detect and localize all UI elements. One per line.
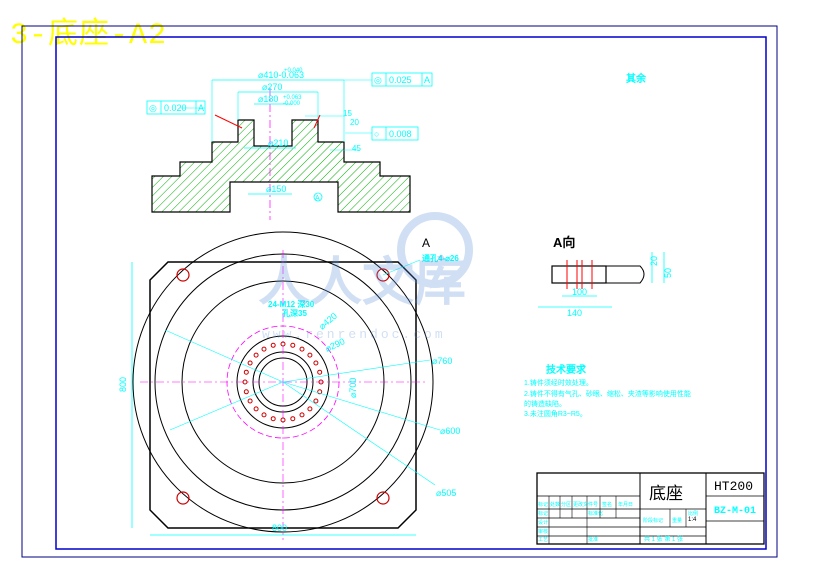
dim-bolt-holes-2: 孔深35 (282, 308, 307, 318)
std-label: 标准化 (588, 510, 603, 517)
mid-label-3: 比例 (688, 510, 698, 517)
dim-width-800: 800 (272, 523, 287, 533)
view-a-dim-140: 140 (567, 308, 582, 318)
col-label-3: 分区 (561, 501, 571, 508)
sheet-title: 3-底座-A2 (10, 19, 168, 53)
dim-d760: ⌀760 (432, 356, 452, 366)
dim-d270: ⌀270 (262, 82, 282, 92)
dim-height-800: 800 (118, 377, 128, 392)
row-label-1: 标记 (538, 510, 548, 517)
plan-view: 通孔4-⌀26 24-M12 深30 孔深35 ⌀420 ⌀290 ⌀760 ⌀… (118, 231, 460, 540)
dim-d600: ⌀600 (440, 426, 460, 436)
outer-frame (21, 25, 778, 558)
part-name: 底座 (649, 484, 683, 503)
tech-req-item-4: 3.未注圆角R3~R5。 (524, 409, 587, 418)
view-a-dim-50: 50 (663, 268, 673, 278)
scale: 1:4 (688, 517, 697, 523)
base-outline (149, 261, 417, 529)
row-label-3: 审核 (538, 528, 548, 535)
tolerance-frame-right: ○ 0.008 (371, 126, 419, 141)
dim-d505: ⌀505 (436, 488, 456, 498)
corner-hole-bl (176, 491, 190, 505)
dim-d700: ⌀700 (348, 378, 358, 398)
col-label-6: 年月日 (618, 501, 633, 508)
view-a: A向 100 140 20 50 (538, 235, 673, 318)
tech-req-item-2: 2.铸件不得有气孔、砂眼、缩松、夹渣等影响使用性能 (524, 389, 691, 398)
mid-label-1: 阶段标记 (643, 517, 663, 524)
title-block: 底座 HT200 BZ-M-01 1:4 共 1 张 第 1 张 标记 处数 分… (536, 472, 765, 545)
view-a-lug (606, 265, 645, 284)
dim-bolt-holes: 24-M12 深30 (268, 299, 315, 309)
dim-d150: ⌀150 (266, 184, 286, 194)
material: HT200 (714, 479, 753, 494)
row-label-2: 设计 (538, 519, 548, 526)
dim-d180-tol2: -0.000 (283, 101, 301, 107)
tol-left-symbol: ◎ (149, 103, 157, 113)
datum-a-mark: A (315, 195, 320, 202)
tech-req-item-1: 1.铸件须经时效处理。 (524, 378, 593, 387)
dim-d410: ⌀410-0.063 (258, 70, 304, 80)
watermark: 人人文库 www.renrendoc.com (258, 212, 473, 342)
tech-req-item-3: 的铸造缺陷。 (524, 399, 566, 408)
tol-left-value: 0.020 (164, 103, 187, 113)
dim-20: 20 (350, 118, 359, 127)
view-a-label: A向 (553, 235, 575, 250)
tol-left-datum: A (198, 103, 204, 113)
corner-hole-tr (376, 268, 390, 282)
section-hatch (151, 119, 411, 213)
watermark-text: 人人文库 (258, 254, 466, 312)
dim-d410-tol: +0.040 (284, 68, 303, 74)
row-label-4: 工艺 (538, 537, 548, 543)
row-label-5: 批准 (588, 536, 598, 543)
col-label-4: 更改文件号 (573, 501, 598, 508)
corner-hole-br (376, 491, 390, 505)
tolerance-frame-top: ◎ 0.025 A (371, 72, 433, 87)
tol-top-value: 0.025 (389, 75, 412, 85)
col-label-1: 标记 (538, 501, 548, 508)
dim-d180-tol: +0.063 (283, 95, 302, 101)
dim-15: 15 (343, 109, 352, 118)
view-a-dim-100: 100 (572, 287, 587, 297)
tol-top-datum: A (424, 75, 430, 85)
view-a-marker: A (422, 236, 430, 250)
tolerance-frame-left: ◎ 0.020 A (146, 100, 206, 115)
mid-label-2: 重量 (672, 517, 682, 524)
dim-45: 45 (352, 144, 361, 153)
tol-top-symbol: ◎ (374, 75, 382, 85)
col-label-2: 处数 (550, 501, 560, 508)
sheet-count: 共 1 张 第 1 张 (644, 535, 683, 543)
datum-circle (313, 192, 323, 202)
section-view: ⌀410-0.063 +0.040 ⌀270 ⌀180 +0.063 -0.00… (146, 68, 433, 220)
view-a-dim-20: 20 (649, 256, 659, 266)
tech-req-title: 技术要求 (546, 363, 587, 376)
tech-requirements: 技术要求 1.铸件须经时效处理。 2.铸件不得有气孔、砂眼、缩松、夹渣等影响使用… (524, 363, 691, 418)
tol-right-value: 0.008 (389, 129, 412, 139)
corner-hole-tl (176, 268, 190, 282)
remark-other: 其余 (626, 72, 647, 85)
dim-d210: ⌀210 (268, 138, 288, 148)
watermark-url: www.renrendoc.com (262, 327, 446, 342)
dim-d180: ⌀180 (258, 94, 278, 104)
bolt-circle-holes (242, 341, 324, 423)
drawing-no: BZ-M-01 (714, 506, 756, 517)
col-label-5: 签名 (602, 501, 612, 508)
inner-frame (55, 36, 767, 550)
dim-holes-note: 通孔4-⌀26 (422, 253, 459, 263)
view-a-body (551, 265, 607, 284)
tol-right-symbol: ○ (374, 129, 379, 139)
